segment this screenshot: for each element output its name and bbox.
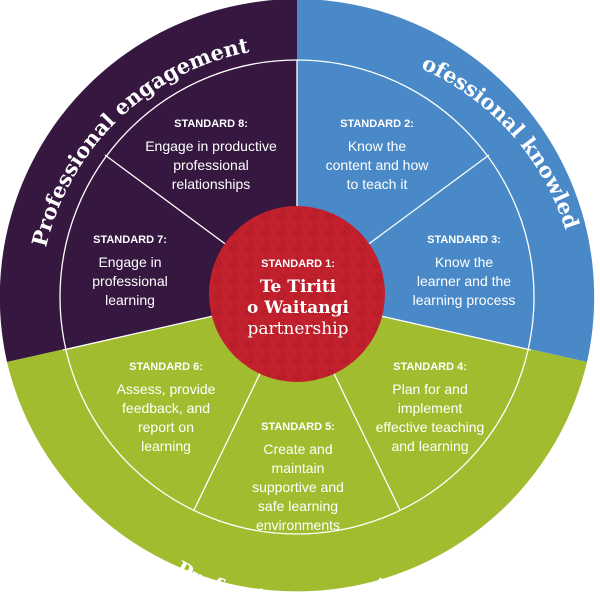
center-line-2: o Waitangi [247, 298, 349, 318]
standard-5-text-line: maintain [272, 460, 325, 476]
standards-layer: STANDARD 8: Engage in productive professio… [92, 118, 515, 533]
standard-7-text-line: Engage in [98, 254, 161, 270]
standard-4-text-line: implement [398, 400, 463, 416]
standard-3-text-line: learner and the [417, 273, 511, 289]
standard-5-text-line: supportive and [252, 479, 344, 495]
standard-7-label: STANDARD 7: [93, 234, 167, 246]
standard-4-label: STANDARD 4: [393, 361, 467, 373]
standard-8-text-line: Engage in productive [145, 138, 277, 154]
standard-6-block: STANDARD 6: Assess, provide feedback, and r… [117, 361, 216, 454]
standard-3-label: STANDARD 3: [427, 234, 501, 246]
center-line-1: Te Tiriti [260, 277, 337, 297]
standard-6-text-line: learning [141, 438, 191, 454]
center-line-3: partnership [247, 319, 348, 339]
standard-6-text-line: Assess, provide [117, 381, 216, 397]
standard-5-block: STANDARD 5: Create and maintain supportive … [252, 421, 344, 533]
standard-6-label: STANDARD 6: [129, 361, 203, 373]
standard-2-label: STANDARD 2: [340, 118, 414, 130]
standard-4-text-line: effective teaching [376, 419, 485, 435]
center-pattern [209, 206, 385, 382]
standard-7-text-line: learning [105, 292, 155, 308]
standard-8-label: STANDARD 8: [174, 118, 248, 130]
standard-7-text-line: professional [92, 273, 168, 289]
standard-8-text-line: professional [173, 157, 249, 173]
standard-5-text-line: safe learning [258, 498, 338, 514]
center-standard-label: STANDARD 1: [261, 258, 335, 270]
standard-2-text-line: content and how [326, 157, 430, 173]
practice-sector [7, 297, 587, 592]
standard-4-text-line: Plan for and [392, 381, 468, 397]
standard-6-text-line: report on [138, 419, 194, 435]
standard-6-text-line: feedback, and [122, 400, 210, 416]
standard-5-text-line: Create and [263, 441, 332, 457]
standard-2-text-line: to teach it [347, 176, 408, 192]
standard-8-block: STANDARD 8: Engage in productive professio… [145, 118, 277, 192]
standard-5-label: STANDARD 5: [261, 421, 335, 433]
standard-7-block: STANDARD 7: Engage in professional learning [92, 234, 168, 308]
standard-4-text-line: and learning [391, 438, 468, 454]
standard-2-block: STANDARD 2: Know the content and how to tea… [326, 118, 430, 192]
standard-5-text-line: environments [256, 517, 340, 533]
standard-4-block: STANDARD 4: Plan for and implement effectiv… [376, 361, 485, 454]
standard-3-text-line: Know the [435, 254, 494, 270]
standard-2-text-line: Know the [348, 138, 407, 154]
standard-3-block: STANDARD 3: Know the learner and the learni… [413, 234, 516, 308]
standard-8-text-line: relationships [172, 176, 251, 192]
standard-3-text-line: learning process [413, 292, 516, 308]
